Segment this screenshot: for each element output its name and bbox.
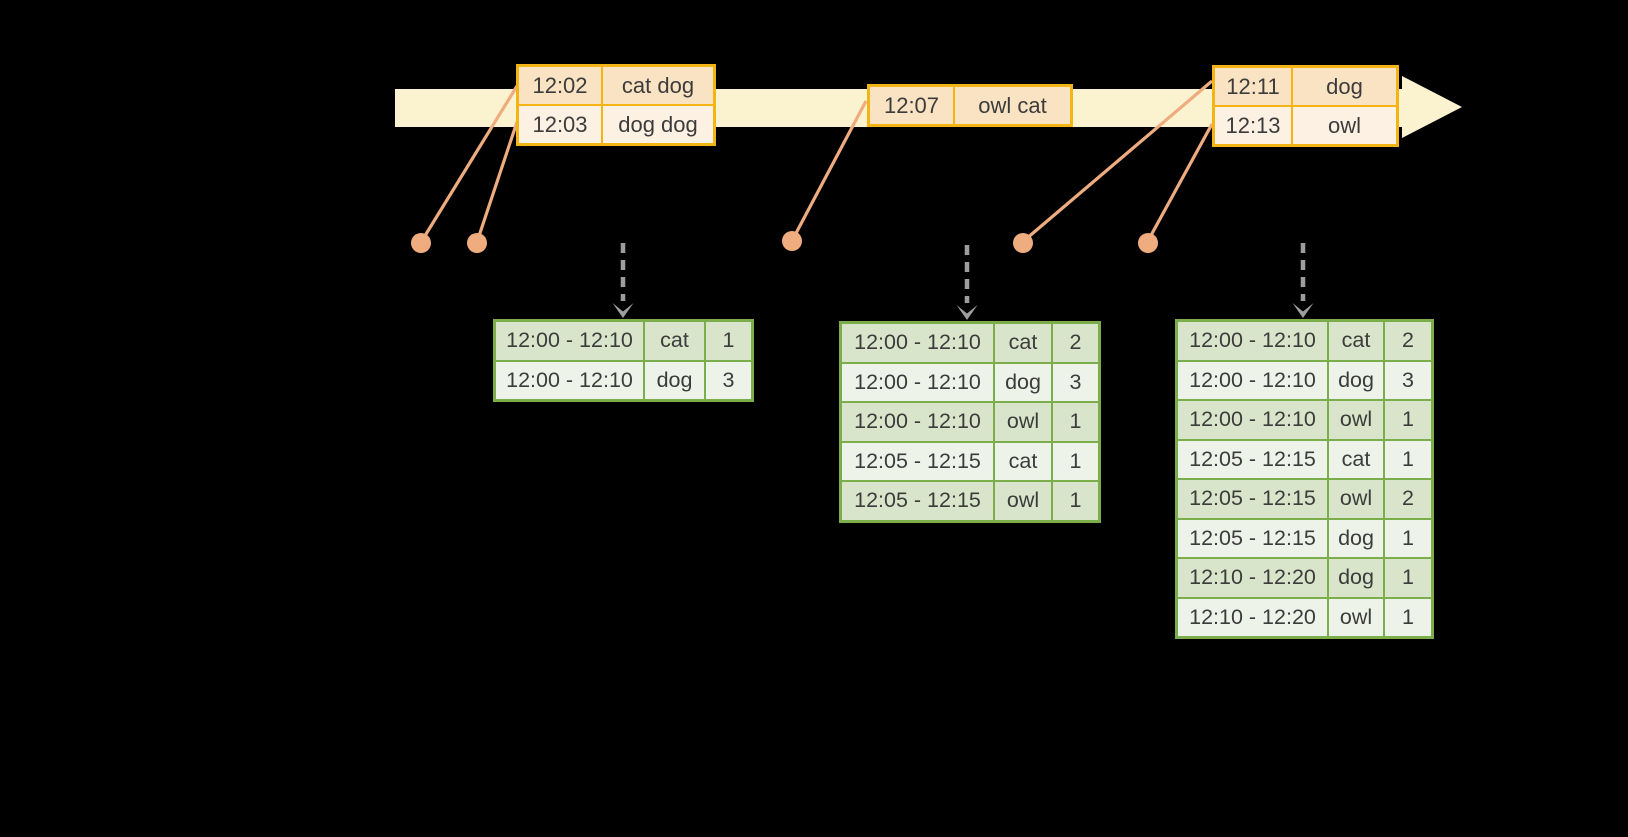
cell-window: 12:00 - 12:10 <box>1177 400 1328 440</box>
cell-words: dog dog <box>602 105 714 144</box>
trigger-arrowheads <box>612 303 1314 320</box>
cell-word: owl <box>1328 597 1384 637</box>
cell-window: 12:00 - 12:10 <box>841 402 994 442</box>
event-dot <box>467 233 487 253</box>
cell-time: 12:11 <box>1214 67 1292 106</box>
cell-window: 12:05 - 12:15 <box>841 441 994 481</box>
event-connectors <box>421 79 1214 241</box>
cell-word: owl <box>1328 400 1384 440</box>
cell-word: owl <box>994 402 1052 442</box>
cell-word: dog <box>1328 360 1384 400</box>
cell-word: owl <box>1328 479 1384 519</box>
event-dot <box>1013 233 1033 253</box>
cell-words: owl cat <box>954 86 1071 125</box>
cell-count: 1 <box>1052 441 1099 481</box>
cell-word: dog <box>644 360 705 400</box>
cell-count: 3 <box>705 360 752 400</box>
cell-time: 12:03 <box>518 105 602 144</box>
cell-window: 12:00 - 12:10 <box>841 323 994 363</box>
event-dot <box>1138 233 1158 253</box>
cell-window: 12:05 - 12:15 <box>1177 518 1328 558</box>
cell-window: 12:00 - 12:10 <box>1177 321 1328 361</box>
cell-count: 1 <box>1384 558 1432 598</box>
cell-window: 12:10 - 12:20 <box>1177 558 1328 598</box>
event-dots <box>411 231 1158 253</box>
cell-time: 12:02 <box>518 66 602 105</box>
cell-window: 12:00 - 12:10 <box>841 362 994 402</box>
cell-window: 12:00 - 12:10 <box>495 360 644 400</box>
cell-count: 2 <box>1052 323 1099 363</box>
event-connector-line <box>1147 123 1214 240</box>
cell-word: cat <box>1328 439 1384 479</box>
cell-time: 12:07 <box>869 86 954 125</box>
cell-window: 12:00 - 12:10 <box>495 321 644 361</box>
event-connector-line <box>1024 79 1214 241</box>
cell-count: 1 <box>705 321 752 361</box>
event-dot <box>782 231 802 251</box>
cell-count: 2 <box>1384 321 1432 361</box>
cell-count: 1 <box>1384 439 1432 479</box>
cell-time: 12:13 <box>1214 106 1292 145</box>
cell-count: 1 <box>1384 518 1432 558</box>
cell-word: dog <box>1328 558 1384 598</box>
arrow-down-icon <box>612 303 634 318</box>
cell-word: cat <box>994 323 1052 363</box>
cell-words: owl <box>1292 106 1397 145</box>
event-connector-line <box>792 100 868 238</box>
event-dot <box>411 233 431 253</box>
cell-window: 12:05 - 12:15 <box>1177 479 1328 519</box>
cell-window: 12:10 - 12:20 <box>1177 597 1328 637</box>
cell-window: 12:05 - 12:15 <box>1177 439 1328 479</box>
cell-words: dog <box>1292 67 1397 106</box>
trigger-arrows <box>620 243 1306 303</box>
cell-count: 2 <box>1384 479 1432 519</box>
cell-count: 3 <box>1052 362 1099 402</box>
cell-word: cat <box>1328 321 1384 361</box>
cell-word: cat <box>644 321 705 361</box>
cell-word: dog <box>1328 518 1384 558</box>
cell-word: owl <box>994 481 1052 521</box>
cell-count: 1 <box>1384 400 1432 440</box>
cell-window: 12:00 - 12:10 <box>1177 360 1328 400</box>
cell-count: 1 <box>1052 402 1099 442</box>
cell-word: dog <box>994 362 1052 402</box>
cell-words: cat dog <box>602 66 714 105</box>
arrow-down-icon <box>956 305 978 320</box>
cell-window: 12:05 - 12:15 <box>841 481 994 521</box>
cell-count: 1 <box>1052 481 1099 521</box>
timeline-arrowhead-icon <box>1402 76 1462 138</box>
arrow-down-icon <box>1292 303 1314 318</box>
cell-word: cat <box>994 441 1052 481</box>
event-connector-line <box>476 121 519 240</box>
cell-count: 1 <box>1384 597 1432 637</box>
cell-count: 3 <box>1384 360 1432 400</box>
event-connector-line <box>421 85 519 240</box>
